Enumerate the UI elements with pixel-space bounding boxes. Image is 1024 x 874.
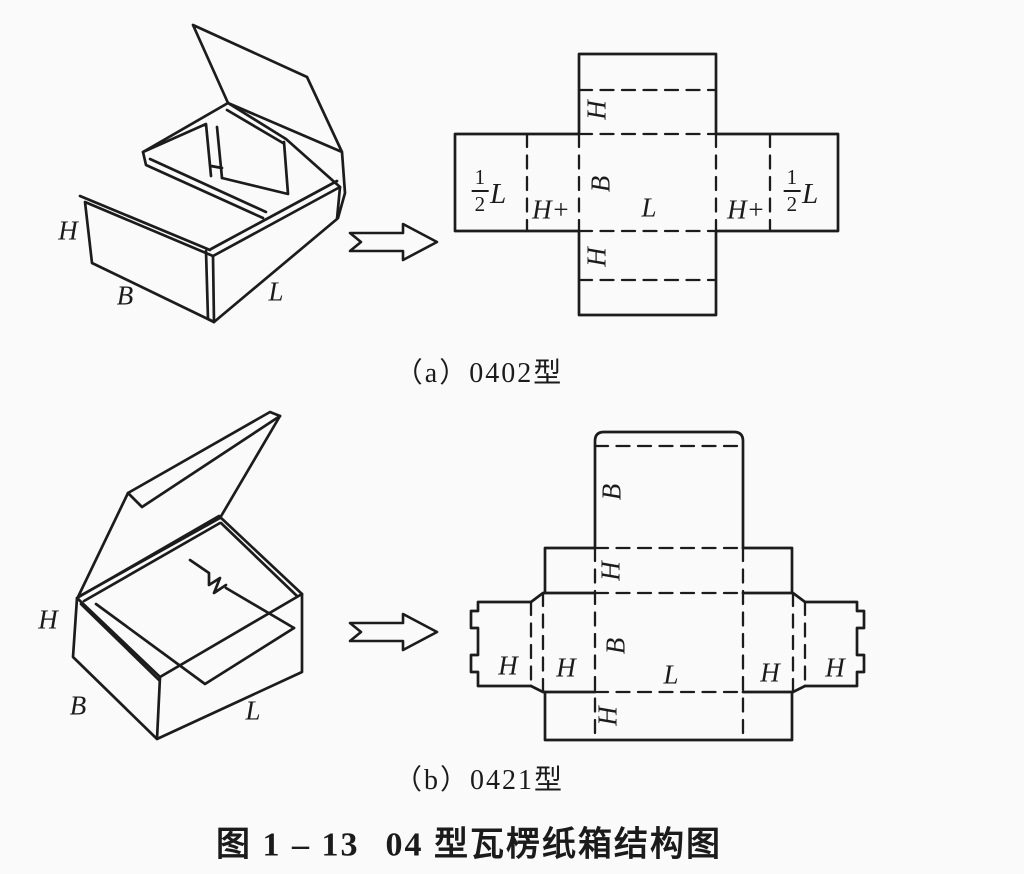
pattern-b-width-label: B [600, 637, 631, 655]
box3d-a-length-label: L [268, 276, 284, 307]
pattern-a-left-end-label: 1 2 L [471, 167, 506, 215]
figure-title: 04 型瓦楞纸箱结构图 [385, 826, 722, 864]
pattern-a-drawing [453, 52, 840, 317]
box3d-a-height-label: H [58, 215, 78, 246]
half-fraction: 1 2 [783, 167, 801, 215]
transform-arrow-b-icon [348, 612, 439, 652]
box3d-a-drawing [78, 23, 347, 324]
figure-caption: 图 1 – 13 04 型瓦楞纸箱结构图 [216, 817, 722, 866]
box3d-b-drawing [71, 410, 304, 741]
pattern-b-bottom-row-label: H [592, 706, 623, 726]
pattern-b-right-side-label: H [760, 657, 780, 688]
pattern-a-width-label: B [585, 175, 616, 193]
pattern-b-drawing [469, 430, 866, 742]
pattern-b-length-label: L [663, 659, 679, 690]
box3d-b-length-label: L [245, 695, 261, 726]
pattern-a-right-side-label: H+ [727, 194, 765, 225]
pattern-b-left-side-label: H [556, 652, 576, 683]
pattern-a-length-label: L [641, 192, 657, 223]
box3d-b-height-label: H [38, 604, 58, 635]
pattern-b-right-wing-label: H [825, 652, 845, 683]
pattern-a-right-end-label: 1 2 L [783, 167, 818, 215]
caption-panel-b: （b）0421型 [393, 765, 565, 796]
half-fraction: 1 2 [471, 167, 489, 215]
pattern-a-top-flap-label: H [581, 100, 612, 120]
transform-arrow-a-icon [348, 222, 439, 262]
caption-panel-a: （a）0402型 [394, 358, 564, 389]
figure-number: 图 1 – 13 [216, 826, 360, 864]
pattern-b-left-wing-label: H [498, 650, 518, 681]
pattern-b-top-row-label: H [595, 561, 626, 581]
pattern-a-bottom-flap-label: H [581, 247, 612, 267]
pattern-b-lid-label: B [596, 483, 627, 501]
box3d-a-breadth-label: B [116, 280, 134, 311]
pattern-a-left-side-label: H+ [532, 194, 570, 225]
box3d-b-breadth-label: B [69, 690, 87, 721]
